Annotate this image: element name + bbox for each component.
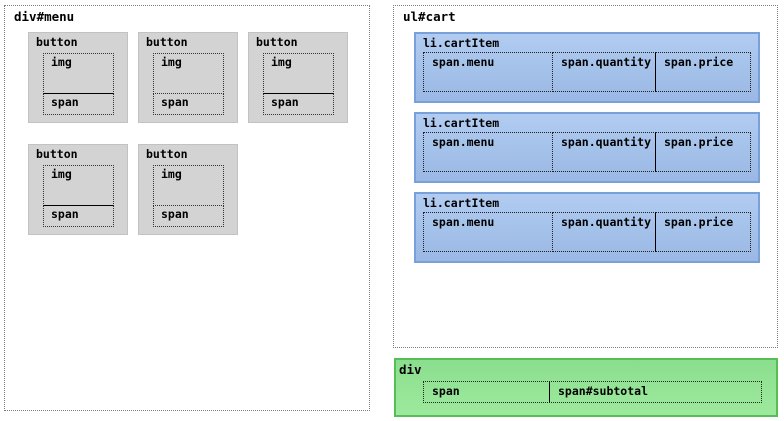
- menu-container-label: div#menu: [14, 9, 75, 24]
- subtotal-container: div span span#subtotal: [394, 358, 778, 417]
- button-content-stack: img span: [43, 164, 114, 227]
- cart-container-label: ul#cart: [403, 9, 456, 24]
- button-content-stack: img span: [43, 52, 114, 115]
- button-content-stack: img span: [153, 52, 224, 115]
- cart-span-price: span.price: [655, 52, 751, 93]
- button-span-box: span: [153, 204, 224, 227]
- cart-item-tag-label: li.cartItem: [423, 116, 500, 130]
- button-img-box: img: [43, 52, 114, 94]
- cart-item: li.cartItem span.menu span.quantity span…: [414, 32, 760, 103]
- cart-span-quantity: span.quantity: [552, 212, 656, 253]
- cart-item-tag-label: li.cartItem: [423, 36, 500, 50]
- cart-container: ul#cart li.cartItem span.menu span.quant…: [393, 5, 778, 348]
- menu-button[interactable]: button img span: [138, 32, 238, 123]
- button-tag-label: button: [256, 35, 298, 49]
- button-img-box: img: [43, 164, 114, 206]
- subtotal-text-span: span: [423, 380, 550, 403]
- subtotal-spans-row: span span#subtotal: [423, 380, 776, 403]
- button-tag-label: button: [36, 35, 78, 49]
- cart-span-menu: span.menu: [423, 212, 553, 253]
- button-img-box: img: [153, 52, 224, 94]
- button-img-box: img: [153, 164, 224, 206]
- menu-button[interactable]: button img span: [28, 144, 128, 235]
- menu-container: div#menu button img span button img span…: [4, 5, 370, 411]
- button-span-box: span: [263, 92, 334, 115]
- cart-item: li.cartItem span.menu span.quantity span…: [414, 112, 760, 183]
- button-img-box: img: [263, 52, 334, 94]
- cart-item-spans-row: span.menu span.quantity span.price: [423, 212, 758, 253]
- button-span-box: span: [43, 92, 114, 115]
- cart-span-price: span.price: [655, 132, 751, 173]
- subtotal-container-label: div: [399, 362, 422, 377]
- cart-span-quantity: span.quantity: [552, 132, 656, 173]
- button-tag-label: button: [146, 147, 188, 161]
- cart-span-menu: span.menu: [423, 132, 553, 173]
- cart-item-tag-label: li.cartItem: [423, 196, 500, 210]
- cart-item-spans-row: span.menu span.quantity span.price: [423, 132, 758, 173]
- cart-span-menu: span.menu: [423, 52, 553, 93]
- button-tag-label: button: [36, 147, 78, 161]
- button-content-stack: img span: [153, 164, 224, 227]
- button-span-box: span: [153, 92, 224, 115]
- menu-button[interactable]: button img span: [248, 32, 348, 123]
- menu-button[interactable]: button img span: [138, 144, 238, 235]
- button-span-box: span: [43, 204, 114, 227]
- cart-item-spans-row: span.menu span.quantity span.price: [423, 52, 758, 93]
- button-tag-label: button: [146, 35, 188, 49]
- button-content-stack: img span: [263, 52, 334, 115]
- menu-button[interactable]: button img span: [28, 32, 128, 123]
- cart-item: li.cartItem span.menu span.quantity span…: [414, 192, 760, 263]
- cart-span-price: span.price: [655, 212, 751, 253]
- cart-span-quantity: span.quantity: [552, 52, 656, 93]
- subtotal-value-span: span#subtotal: [549, 380, 762, 403]
